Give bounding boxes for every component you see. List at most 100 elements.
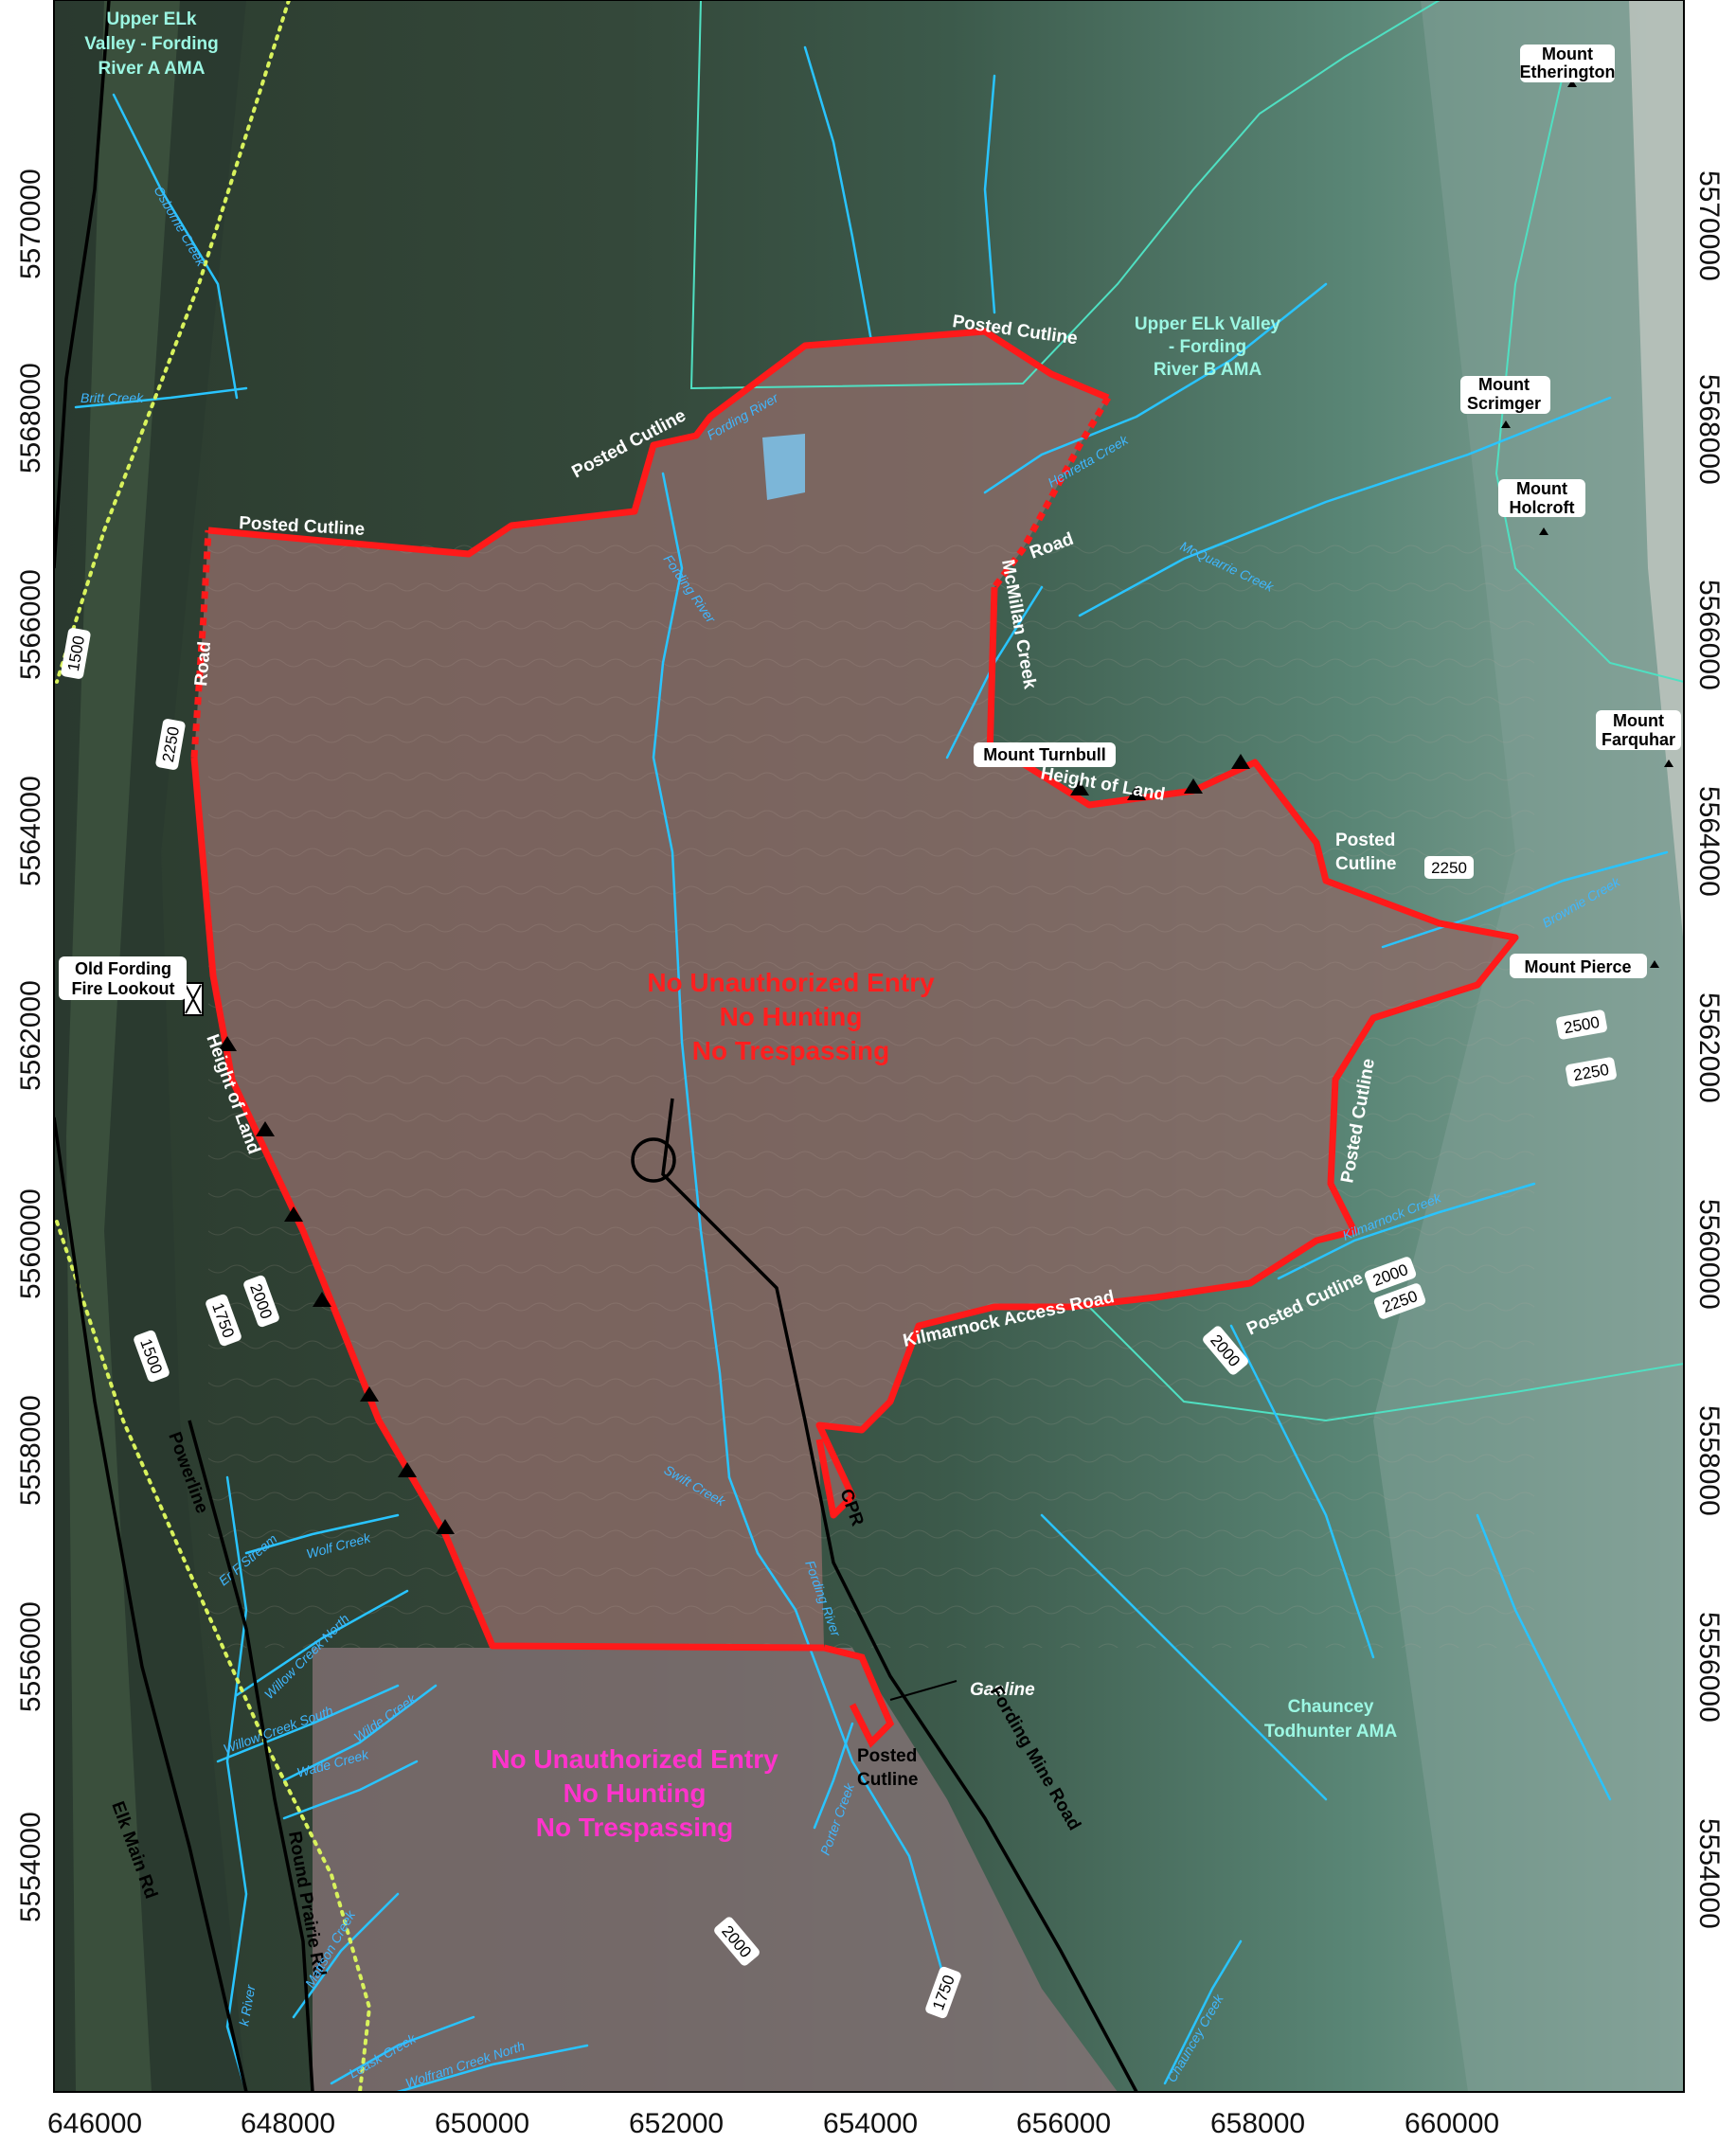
boundary-south-spur bbox=[823, 1644, 895, 1748]
y-tick: 5562000 bbox=[1693, 992, 1725, 1103]
south-mine-area bbox=[313, 1648, 1118, 2092]
lookout-label: Old Fording bbox=[75, 959, 171, 978]
peak-scrimger: Mount bbox=[1478, 375, 1530, 394]
peak-holcroft: Mount bbox=[1516, 479, 1567, 498]
ama-a-label: Valley - Fording bbox=[84, 34, 218, 54]
x-tick: 660000 bbox=[1405, 2108, 1499, 2139]
chauncey-creek bbox=[1163, 1939, 1243, 2085]
y-tick: 5558000 bbox=[1693, 1405, 1725, 1516]
cutline-south: Posted bbox=[857, 1746, 917, 1766]
x-tick: 652000 bbox=[629, 2108, 724, 2139]
rail-loop bbox=[631, 1137, 676, 1183]
contour-texture bbox=[208, 530, 1534, 1648]
peak-pierce: Mount Pierce bbox=[1524, 957, 1631, 976]
boundary-north bbox=[207, 328, 1110, 558]
y-axis-right: 5570000 5568000 5566000 5564000 5562000 … bbox=[1693, 170, 1725, 1929]
porter-creek bbox=[813, 1722, 854, 1830]
lookout-icon bbox=[183, 982, 204, 1016]
elk-main-rd-north bbox=[54, 0, 111, 569]
ama-b-label: River B AMA bbox=[1154, 360, 1262, 380]
peak-holcroft: Holcroft bbox=[1510, 498, 1575, 517]
y-tick: 5564000 bbox=[15, 776, 46, 886]
ama-a-label: River A AMA bbox=[98, 59, 206, 79]
ama-chauncey-line bbox=[1088, 1306, 1684, 1422]
osborne-creek bbox=[112, 93, 239, 400]
boundary-southwest bbox=[190, 757, 825, 1652]
round-prairie-rd bbox=[188, 1420, 314, 2092]
lookout-label: Fire Lookout bbox=[72, 979, 175, 998]
boundary-east bbox=[815, 586, 1519, 1519]
ama-a-label: Upper ELk bbox=[106, 9, 196, 29]
y-tick: 5554000 bbox=[15, 1812, 46, 1922]
ama-chauncey-label: Todhunter AMA bbox=[1264, 1722, 1398, 1742]
y-tick: 5570000 bbox=[15, 169, 46, 279]
elk-river-label: k River bbox=[236, 1983, 259, 2028]
notice-line: No Trespassing bbox=[536, 1813, 734, 1842]
mcquarrie-creek bbox=[1078, 396, 1612, 617]
peak-farquhar: Mount bbox=[1613, 711, 1664, 730]
elev-label: 2250 bbox=[1431, 859, 1467, 877]
wade-creek bbox=[282, 1760, 419, 1820]
ama-b-label: - Fording bbox=[1169, 337, 1246, 357]
x-tick: 654000 bbox=[823, 2108, 918, 2139]
x-tick: 650000 bbox=[435, 2108, 529, 2139]
x-tick: 656000 bbox=[1016, 2108, 1111, 2139]
fording-river-north bbox=[652, 472, 731, 1479]
fording-river-main bbox=[727, 1475, 949, 1991]
main-notice: No Unauthorized Entry No Hunting No Tres… bbox=[647, 968, 935, 1065]
britt-creek bbox=[74, 386, 248, 409]
y-tick: 5564000 bbox=[1693, 786, 1725, 897]
peak-turnbull: Mount Turnbull bbox=[983, 745, 1106, 764]
streams bbox=[74, 45, 1669, 2092]
tributary-2 bbox=[1229, 1324, 1375, 1659]
peak-etherington: Mount bbox=[1542, 45, 1593, 63]
y-tick: 5568000 bbox=[1693, 374, 1725, 485]
roads bbox=[54, 0, 1138, 2092]
y-tick: 5558000 bbox=[15, 1395, 46, 1506]
powerline-north bbox=[55, 0, 291, 684]
peak-labels: Mount Etherington Mount Scrimger Mount H… bbox=[59, 45, 1681, 1000]
peak-markers bbox=[1501, 80, 1673, 968]
tributary-5 bbox=[983, 74, 996, 314]
y-tick: 5570000 bbox=[1693, 170, 1725, 281]
ama-east-line bbox=[1494, 75, 1684, 683]
map-border bbox=[53, 0, 1685, 2093]
boundary-road-w bbox=[190, 529, 212, 759]
cutline-south: Cutline bbox=[857, 1770, 918, 1790]
y-tick: 5562000 bbox=[15, 980, 46, 1091]
y-tick: 5556000 bbox=[15, 1601, 46, 1712]
mattson-creek bbox=[292, 1892, 400, 2019]
y-tick: 5560000 bbox=[15, 1188, 46, 1299]
south-notice: No Unauthorized Entry No Hunting No Tres… bbox=[491, 1744, 779, 1842]
wolfram-creek-north bbox=[396, 2044, 589, 2092]
notice-line: No Hunting bbox=[720, 1002, 863, 1031]
creek-britt: Britt Creek bbox=[81, 390, 144, 405]
ama-chauncey-label: Chauncey bbox=[1288, 1697, 1374, 1717]
road-w: Road bbox=[191, 640, 215, 687]
ama-labels: Upper ELk Valley - Fording River A AMA U… bbox=[84, 9, 1397, 1742]
peak-etherington: Etherington bbox=[1520, 63, 1616, 81]
ama-b-label: Upper ELk Valley bbox=[1135, 314, 1281, 334]
wilde-creek bbox=[282, 1684, 438, 1782]
notice-line: No Unauthorized Entry bbox=[647, 968, 935, 997]
kilmarnock-creek bbox=[1277, 1182, 1536, 1280]
gasline-label: Gasline bbox=[970, 1680, 1035, 1700]
wolf-creek bbox=[244, 1513, 400, 1555]
elk-main-rd bbox=[54, 1117, 248, 2092]
y-tick: 5566000 bbox=[15, 569, 46, 680]
leask-creek bbox=[330, 2015, 475, 2085]
x-tick: 648000 bbox=[241, 2108, 335, 2139]
cutline-east: Posted bbox=[1335, 831, 1395, 850]
notice-line: No Unauthorized Entry bbox=[491, 1744, 779, 1774]
willow-creek-north bbox=[235, 1589, 409, 1697]
y-tick: 5554000 bbox=[1693, 1818, 1725, 1929]
y-axis-left: 5570000 5568000 5566000 5564000 5562000 … bbox=[15, 169, 46, 1922]
tributary-6 bbox=[1476, 1513, 1612, 1801]
willow-creek-south bbox=[216, 1684, 400, 1763]
peak-farquhar: Farquhar bbox=[1602, 730, 1675, 749]
y-tick: 5566000 bbox=[1693, 580, 1725, 690]
y-tick: 5568000 bbox=[15, 363, 46, 473]
valley-floor bbox=[66, 0, 180, 2092]
